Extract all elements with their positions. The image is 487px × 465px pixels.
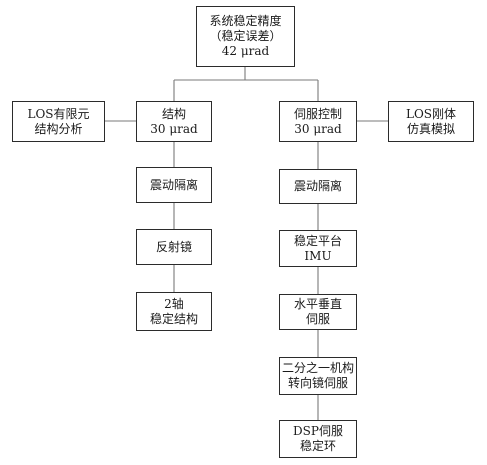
structure-node: 结构 30 μrad [136, 101, 212, 142]
root-node: 系统稳定精度 （稳定误差） 42 μrad [196, 6, 295, 67]
structure-child-2-line-1: 反射镜 [155, 239, 192, 254]
servo-line-1: 伺服控制 [293, 106, 342, 121]
servo-child-3-line-2: 伺服 [305, 312, 330, 326]
servo-child-half-mechanism: 二分之一机构 转向镜伺服 [279, 357, 357, 395]
structure-child-vibration-isolation: 震动隔离 [136, 167, 212, 203]
root-line-2: （稳定误差） [209, 29, 282, 43]
structure-child-3-line-1: 2轴 [164, 296, 184, 311]
right-note-line-1: LOS刚体 [405, 106, 457, 121]
servo-child-horizontal-vertical: 水平垂直 伺服 [279, 294, 357, 330]
servo-child-2-line-2: IMU [304, 248, 332, 263]
servo-child-2-line-1: 稳定平台 [293, 233, 342, 248]
root-line-1: 系统稳定精度 [209, 14, 282, 28]
left-note-line-1: LOS有限元 [27, 106, 90, 121]
left-note-node: LOS有限元 结构分析 [12, 101, 105, 142]
servo-child-4-line-2: 转向镜伺服 [287, 376, 348, 390]
right-note-line-2: 仿真模拟 [406, 121, 455, 136]
servo-child-4-line-1: 二分之一机构 [281, 361, 354, 375]
structure-line-2: 30 μrad [150, 121, 198, 136]
servo-child-dsp-loop: DSP伺服 稳定环 [279, 420, 357, 458]
structure-line-1: 结构 [161, 106, 186, 121]
root-line-3: 42 μrad [221, 44, 270, 58]
right-note-node: LOS刚体 仿真模拟 [388, 101, 474, 142]
servo-child-5-line-2: 稳定环 [299, 439, 336, 453]
servo-child-vibration-isolation: 震动隔离 [279, 169, 357, 204]
structure-child-two-axis: 2轴 稳定结构 [136, 292, 212, 331]
structure-child-mirror: 反射镜 [136, 229, 212, 265]
servo-child-platform-imu: 稳定平台 IMU [279, 230, 357, 267]
servo-line-2: 30 μrad [294, 121, 342, 136]
servo-node: 伺服控制 30 μrad [279, 101, 357, 142]
left-note-line-2: 结构分析 [34, 121, 83, 136]
servo-child-1-line-1: 震动隔离 [293, 179, 342, 193]
servo-child-5-line-1: DSP伺服 [293, 424, 343, 438]
servo-child-3-line-1: 水平垂直 [293, 297, 342, 311]
structure-child-1-line-1: 震动隔离 [149, 177, 198, 192]
structure-child-3-line-2: 稳定结构 [149, 311, 198, 326]
